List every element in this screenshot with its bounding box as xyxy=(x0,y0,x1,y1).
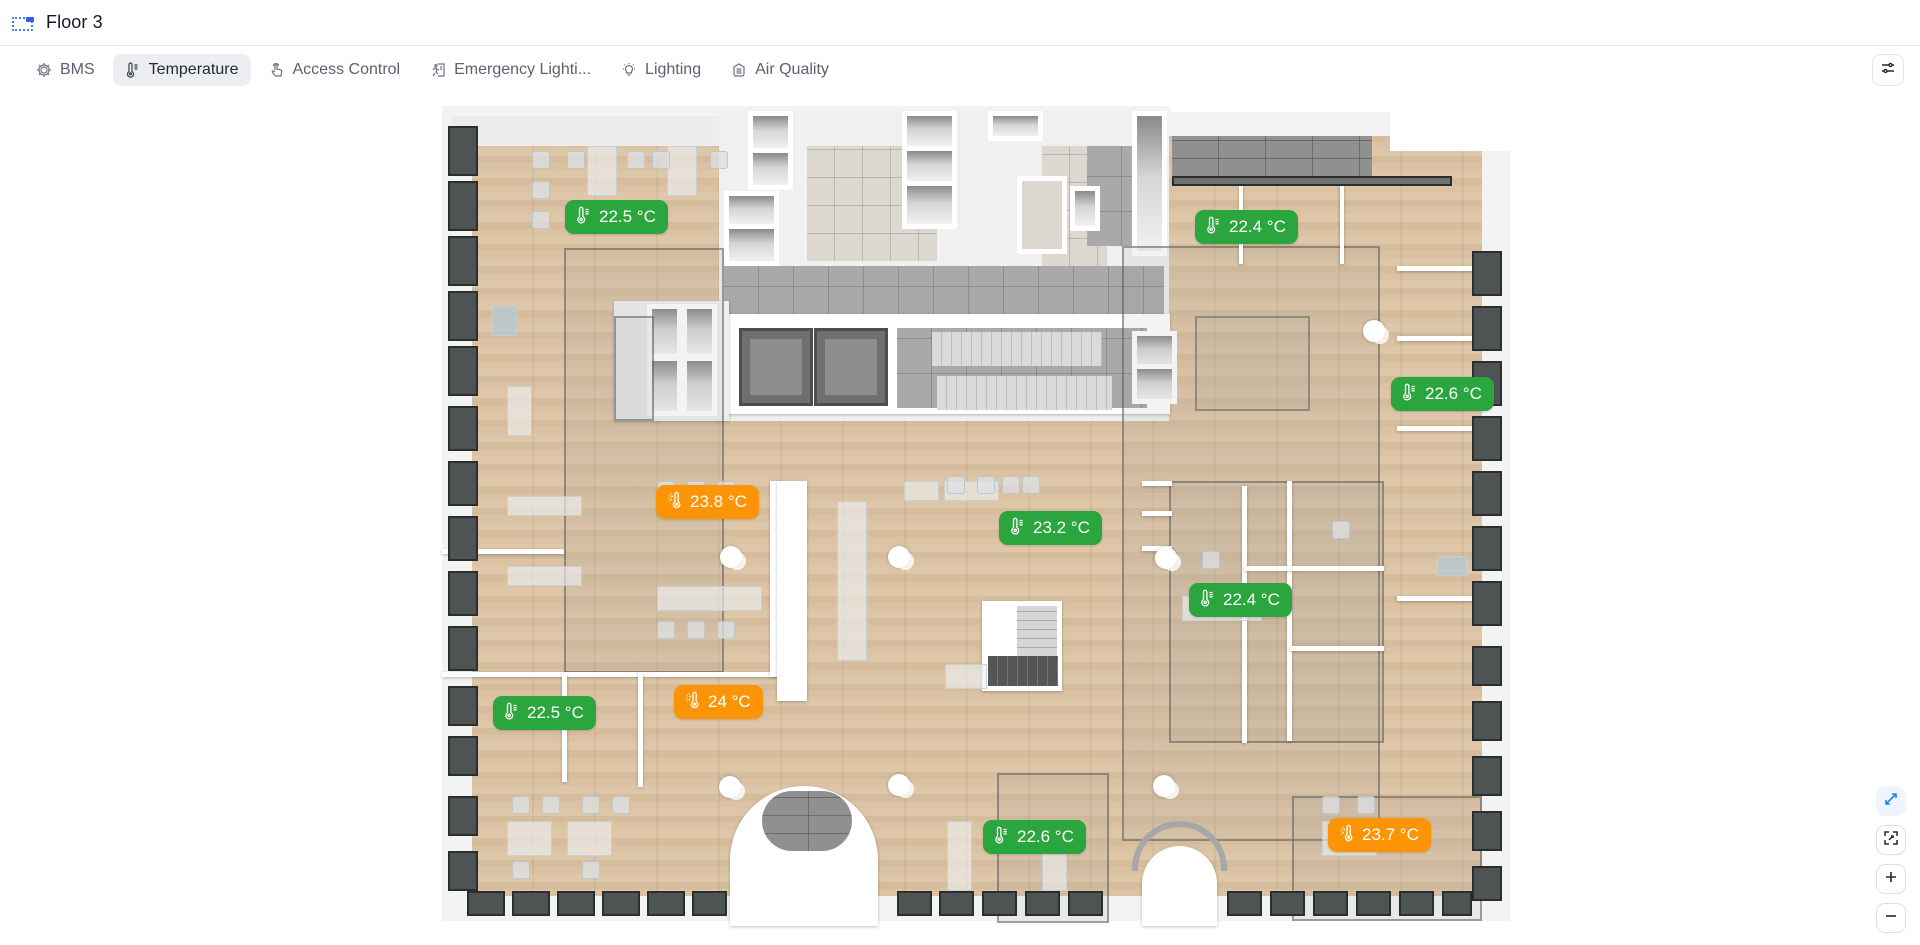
temperature-value: 22.4 °C xyxy=(1229,217,1286,236)
tab-label: Temperature xyxy=(148,61,239,78)
thermometer-icon xyxy=(1401,383,1419,406)
temperature-badge-warm[interactable]: 24 °C xyxy=(674,685,763,719)
thermometer-icon xyxy=(993,826,1011,849)
expand-diagonal-button[interactable] xyxy=(1876,786,1906,816)
temperature-value: 22.6 °C xyxy=(1425,384,1482,403)
thermometer-sun-icon xyxy=(1338,824,1356,847)
hand-pointer-icon xyxy=(269,62,285,78)
floor-plan-map[interactable]: 22.5 °C 22.4 °C 22.6 °C 23.8 °C 23.2 °C … xyxy=(0,96,1920,945)
temperature-value: 23.7 °C xyxy=(1362,825,1419,844)
chip-icon xyxy=(36,62,52,78)
map-controls xyxy=(1876,786,1906,933)
temperature-value: 23.8 °C xyxy=(690,492,747,511)
tab-label: BMS xyxy=(60,61,95,78)
floor-plan-image[interactable] xyxy=(442,106,1510,926)
tab-bms[interactable]: BMS xyxy=(24,54,107,86)
air-purifier-icon xyxy=(731,62,747,78)
temperature-value: 22.4 °C xyxy=(1223,590,1280,609)
temperature-value: 22.5 °C xyxy=(599,207,656,226)
temperature-badge-warm[interactable]: 23.7 °C xyxy=(1328,818,1431,852)
temperature-badge[interactable]: 22.4 °C xyxy=(1189,583,1292,617)
thermometer-sun-icon xyxy=(666,491,684,514)
temperature-badge-warm[interactable]: 23.8 °C xyxy=(656,485,759,519)
temperature-badge[interactable]: 22.6 °C xyxy=(1391,377,1494,411)
tab-emergency-lighting[interactable]: Emergency Lighti... xyxy=(418,54,603,86)
temperature-badge[interactable]: 22.5 °C xyxy=(493,696,596,730)
thermometer-icon xyxy=(503,702,521,725)
temperature-value: 24 °C xyxy=(708,692,751,711)
temperature-badge[interactable]: 23.2 °C xyxy=(999,511,1102,545)
thermometer-sun-icon xyxy=(684,691,702,714)
tab-temperature[interactable]: Temperature xyxy=(112,54,251,86)
temperature-badge[interactable]: 22.5 °C xyxy=(565,200,668,234)
emergency-exit-icon xyxy=(430,62,446,78)
temperature-value: 22.5 °C xyxy=(527,703,584,722)
sliders-icon xyxy=(1880,60,1896,81)
tab-label: Lighting xyxy=(645,61,702,78)
temperature-badge[interactable]: 22.4 °C xyxy=(1195,210,1298,244)
thermometer-icon xyxy=(575,206,593,229)
page-header: Floor 3 xyxy=(0,0,1920,46)
plus-icon xyxy=(1883,869,1899,890)
temperature-badge[interactable]: 22.6 °C xyxy=(983,820,1086,854)
temperature-value: 23.2 °C xyxy=(1033,518,1090,537)
tab-air-quality[interactable]: Air Quality xyxy=(719,54,841,86)
zoom-out-button[interactable] xyxy=(1876,903,1906,933)
page-title: Floor 3 xyxy=(46,12,103,32)
fit-screen-icon xyxy=(1883,830,1899,851)
tab-label: Air Quality xyxy=(755,61,829,78)
map-settings-button[interactable] xyxy=(1872,54,1904,86)
tab-label: Emergency Lighti... xyxy=(454,61,592,78)
tab-label: Access Control xyxy=(292,61,401,78)
temperature-value: 22.6 °C xyxy=(1017,827,1074,846)
thermometer-icon xyxy=(1009,517,1027,540)
thermometer-icon xyxy=(1205,216,1223,239)
thermometer-icon xyxy=(125,62,141,78)
zoom-in-button[interactable] xyxy=(1876,864,1906,894)
thermometer-icon xyxy=(1199,589,1217,612)
minus-icon xyxy=(1883,908,1899,929)
tab-access-control[interactable]: Access Control xyxy=(257,54,413,86)
fit-screen-button[interactable] xyxy=(1876,825,1906,855)
system-tabs: BMS Temperature Access Control Emergency… xyxy=(24,54,841,86)
tab-lighting[interactable]: Lighting xyxy=(609,54,713,86)
lightbulb-icon xyxy=(621,62,637,78)
floor-plan-icon xyxy=(12,15,34,31)
arrows-diagonal-icon xyxy=(1883,791,1899,812)
